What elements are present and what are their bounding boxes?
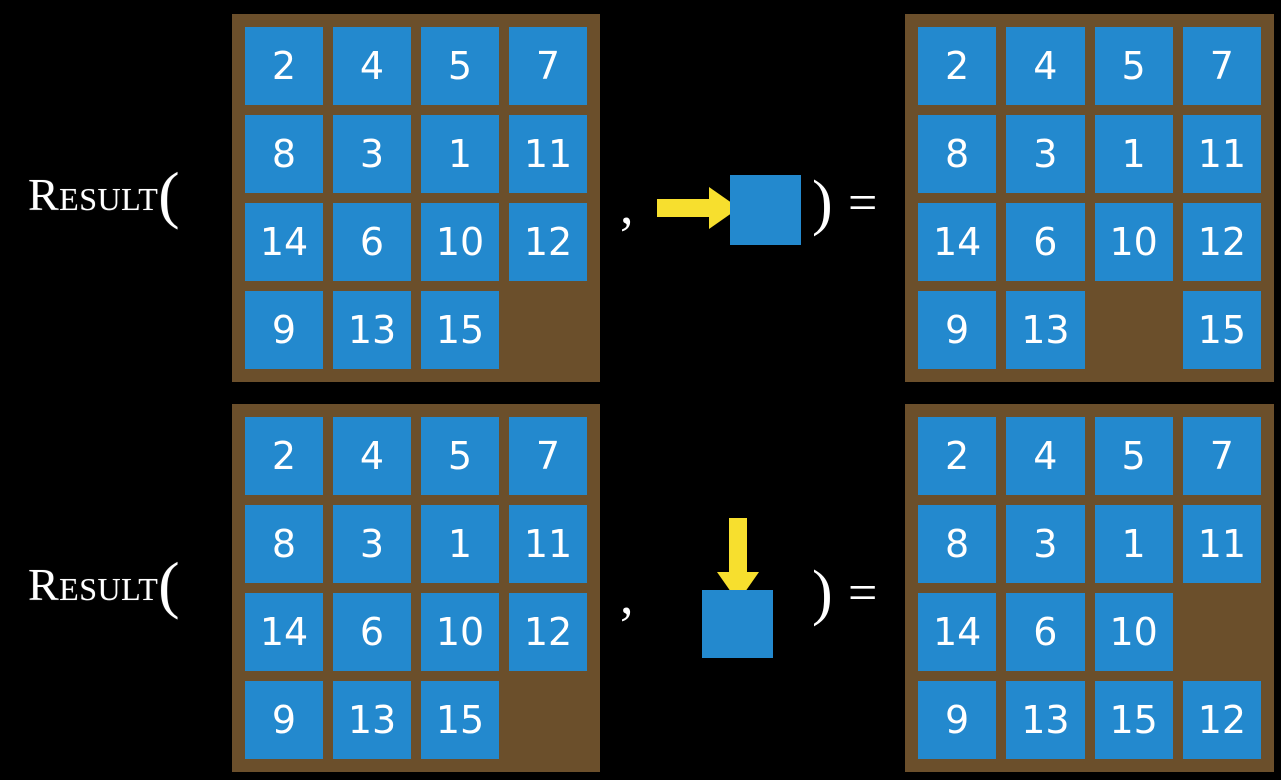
argument-separator-comma: , [620, 175, 634, 235]
puzzle-tile[interactable]: 6 [333, 203, 411, 281]
puzzle-tile[interactable]: 4 [1006, 417, 1085, 495]
close-paren: ) [812, 559, 833, 627]
output-puzzle-board[interactable]: 2 4 5 7 8 3 1 11 14 6 10 9 13 15 12 [905, 404, 1274, 772]
puzzle-tile[interactable]: 13 [1006, 291, 1085, 369]
puzzle-tile[interactable]: 7 [509, 27, 587, 105]
puzzle-tile[interactable]: 8 [918, 115, 997, 193]
puzzle-tile[interactable]: 12 [1182, 203, 1261, 281]
puzzle-tile[interactable]: 11 [1182, 505, 1261, 583]
puzzle-tile[interactable]: 15 [1094, 681, 1173, 759]
equation-row-right-move: Result( 2 4 5 7 8 3 1 11 14 6 10 12 9 13… [28, 0, 1274, 390]
puzzle-tile[interactable]: 5 [1094, 27, 1173, 105]
open-paren: ( [158, 549, 181, 620]
puzzle-tile[interactable]: 2 [918, 417, 997, 495]
operator-area: , ) = [600, 0, 900, 390]
puzzle-tile[interactable]: 9 [245, 681, 323, 759]
puzzle-tile[interactable]: 3 [1006, 505, 1085, 583]
puzzle-tile[interactable]: 14 [245, 593, 323, 671]
puzzle-tile[interactable]: 7 [1182, 417, 1261, 495]
puzzle-tile[interactable]: 14 [918, 593, 997, 671]
puzzle-tile[interactable]: 3 [333, 115, 411, 193]
puzzle-tile[interactable]: 1 [1094, 115, 1173, 193]
puzzle-tile[interactable]: 11 [509, 505, 587, 583]
puzzle-tile[interactable]: 10 [1094, 203, 1173, 281]
puzzle-tile[interactable]: 4 [333, 417, 411, 495]
puzzle-blank-cell[interactable] [1095, 291, 1173, 369]
puzzle-tile[interactable]: 6 [333, 593, 411, 671]
puzzle-tile[interactable]: 2 [918, 27, 997, 105]
input-puzzle-board[interactable]: 2 4 5 7 8 3 1 11 14 6 10 12 9 13 15 [232, 404, 600, 772]
puzzle-tile[interactable]: 9 [918, 681, 997, 759]
puzzle-tile[interactable]: 13 [1006, 681, 1085, 759]
blank-tile-swatch[interactable] [730, 175, 801, 245]
equals-sign: = [848, 565, 878, 622]
puzzle-tile[interactable]: 2 [245, 417, 323, 495]
puzzle-tile[interactable]: 3 [333, 505, 411, 583]
puzzle-tile[interactable]: 12 [509, 203, 587, 281]
result-word: Result [28, 559, 159, 610]
open-paren: ( [158, 159, 181, 230]
argument-separator-comma: , [620, 565, 634, 625]
puzzle-tile[interactable]: 6 [1006, 593, 1085, 671]
puzzle-tile[interactable]: 8 [245, 505, 323, 583]
puzzle-tile[interactable]: 13 [333, 681, 411, 759]
puzzle-blank-cell[interactable] [509, 291, 587, 369]
output-puzzle-board[interactable]: 2 4 5 7 8 3 1 11 14 6 10 12 9 13 15 [905, 14, 1274, 382]
puzzle-tile[interactable]: 10 [421, 203, 499, 281]
puzzle-tile[interactable]: 10 [421, 593, 499, 671]
puzzle-tile[interactable]: 2 [245, 27, 323, 105]
equation-row-down-move: Result( 2 4 5 7 8 3 1 11 14 6 10 12 9 13… [0, 390, 1281, 780]
puzzle-tile[interactable]: 1 [1094, 505, 1173, 583]
puzzle-blank-cell[interactable] [509, 681, 587, 759]
puzzle-tile[interactable]: 7 [1182, 27, 1261, 105]
input-puzzle-board[interactable]: 2 4 5 7 8 3 1 11 14 6 10 12 9 13 15 [232, 14, 600, 382]
puzzle-tile[interactable]: 5 [421, 417, 499, 495]
puzzle-tile[interactable]: 15 [421, 681, 499, 759]
operator-area: , ) = [600, 390, 900, 780]
puzzle-tile[interactable]: 12 [509, 593, 587, 671]
puzzle-tile[interactable]: 1 [421, 505, 499, 583]
puzzle-tile[interactable]: 9 [245, 291, 323, 369]
result-word: Result [28, 169, 159, 220]
puzzle-tile[interactable]: 12 [1182, 681, 1261, 759]
arrow-shaft [729, 518, 747, 576]
puzzle-tile[interactable]: 4 [333, 27, 411, 105]
puzzle-tile[interactable]: 14 [918, 203, 997, 281]
puzzle-tile[interactable]: 5 [421, 27, 499, 105]
move-right-arrow-icon [657, 187, 739, 229]
puzzle-tile[interactable]: 15 [1182, 291, 1261, 369]
puzzle-tile[interactable]: 15 [421, 291, 499, 369]
puzzle-tile[interactable]: 1 [421, 115, 499, 193]
puzzle-tile[interactable]: 11 [509, 115, 587, 193]
puzzle-tile[interactable]: 14 [245, 203, 323, 281]
result-function-label: Result( [28, 553, 180, 617]
puzzle-tile[interactable]: 3 [1006, 115, 1085, 193]
equals-sign: = [848, 175, 878, 232]
puzzle-tile[interactable]: 6 [1006, 203, 1085, 281]
puzzle-tile[interactable]: 11 [1182, 115, 1261, 193]
puzzle-tile[interactable]: 4 [1006, 27, 1085, 105]
puzzle-tile[interactable]: 5 [1094, 417, 1173, 495]
close-paren: ) [812, 169, 833, 237]
blank-tile-swatch[interactable] [702, 590, 773, 658]
result-function-label: Result( [28, 163, 180, 227]
puzzle-tile[interactable]: 8 [918, 505, 997, 583]
puzzle-tile[interactable]: 8 [245, 115, 323, 193]
puzzle-tile[interactable]: 13 [333, 291, 411, 369]
puzzle-tile[interactable]: 10 [1094, 593, 1173, 671]
arrow-shaft [657, 199, 713, 217]
puzzle-blank-cell[interactable] [1183, 593, 1261, 671]
puzzle-tile[interactable]: 7 [509, 417, 587, 495]
puzzle-tile[interactable]: 9 [918, 291, 997, 369]
